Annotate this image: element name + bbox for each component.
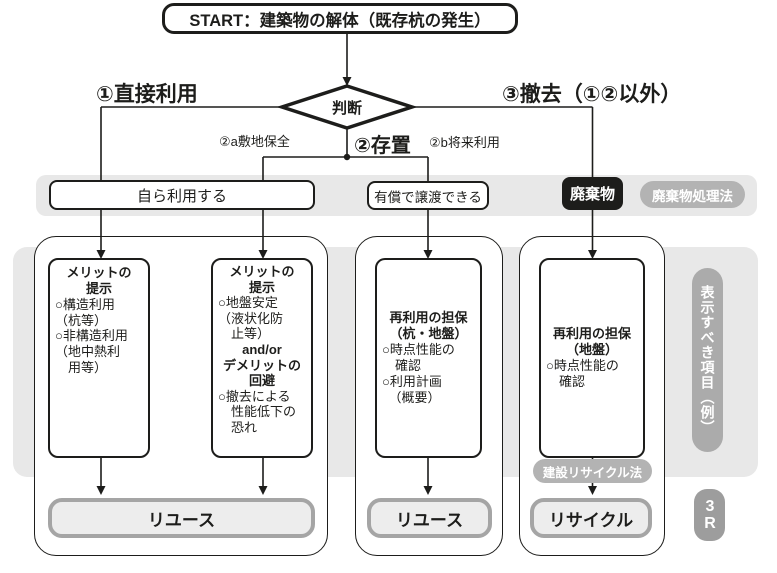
node-waste: 廃棄物 (562, 177, 623, 210)
item-box1-header: メリットの 提示 (66, 265, 132, 296)
display-items-vertical-tag: 表示すべき項目（例） (692, 268, 723, 452)
outcome-reuse-left-label: リユース (147, 510, 216, 530)
outcome-reuse-mid: リユース (367, 498, 492, 538)
waste-disposal-law-tag: 廃棄物処理法 (640, 181, 745, 208)
item-box1-body: ○構造利用 （杭等） ○非構造利用 （地中熱利 用等） (55, 296, 128, 376)
outcome-recycle: リサイクル (530, 498, 652, 538)
waste-disposal-law-label: 廃棄物処理法 (652, 188, 733, 204)
item-box4-body: ○時点性能の 確認 (546, 358, 619, 389)
item-box-reuse-guarantee-pile-ground: 再利用の担保 （杭・地盤） ○時点性能の 確認 ○利用計画 （概要） (375, 258, 482, 458)
item-box2-connector: and/or (242, 341, 282, 357)
outcome-reuse-mid-label: リユース (395, 510, 464, 530)
node-use-by-self: 自ら利用する (49, 180, 315, 210)
start-node-label: START：建築物の解体（既存杭の発生） (189, 11, 491, 30)
display-items-label: 表示すべき項目（例） (699, 285, 716, 435)
item-box-merit-structural: メリットの 提示 ○構造利用 （杭等） ○非構造利用 （地中熱利 用等） (48, 258, 150, 458)
item-box-reuse-guarantee-ground: 再利用の担保 （地盤） ○時点性能の 確認 (539, 258, 645, 458)
start-node: START：建築物の解体（既存杭の発生） (162, 3, 518, 34)
branch-label-future-use: ②b将来利用 (429, 135, 500, 150)
outcome-recycle-label: リサイクル (548, 510, 634, 530)
node-waste-label: 廃棄物 (569, 186, 615, 203)
construction-recycling-law-label: 建設リサイクル法 (542, 465, 643, 480)
item-box2-header2: デメリットの 回避 (222, 357, 301, 389)
branch-label-removal: ③撤去（①②以外） (502, 83, 682, 106)
junction-dot (343, 153, 351, 161)
item-box-merit-demerit: メリットの 提示 ○地盤安定 （液状化防 止等） and/or デメリットの 回… (211, 258, 313, 458)
branch-label-direct-use: ①直接利用 (96, 83, 198, 106)
item-box2-body2: ○撤去による 性能低下の 恐れ (218, 388, 297, 435)
node-paid-transfer-label: 有償で譲渡できる (374, 189, 482, 205)
three-r-badge: 3R (694, 489, 725, 541)
node-paid-transfer: 有償で譲渡できる (367, 181, 489, 210)
branch-label-site-preservation: ②a敷地保全 (219, 134, 290, 149)
branch-label-leave-in-place: ②存置 (354, 135, 411, 157)
three-r-label: 3R (701, 498, 719, 532)
item-box3-body: ○時点性能の 確認 ○利用計画 （概要） (382, 342, 455, 405)
item-box3-header: 再利用の担保 （杭・地盤） (389, 310, 468, 342)
outcome-reuse-left: リユース (48, 498, 315, 538)
construction-recycling-law-tag: 建設リサイクル法 (533, 459, 652, 483)
decision-node-label: 判断 (331, 100, 362, 117)
item-box2-header: メリットの 提示 (229, 264, 295, 295)
node-use-by-self-label: 自ら利用する (136, 187, 227, 205)
item-box2-body1: ○地盤安定 （液状化防 止等） (218, 295, 284, 342)
item-box4-header: 再利用の担保 （地盤） (552, 326, 631, 358)
